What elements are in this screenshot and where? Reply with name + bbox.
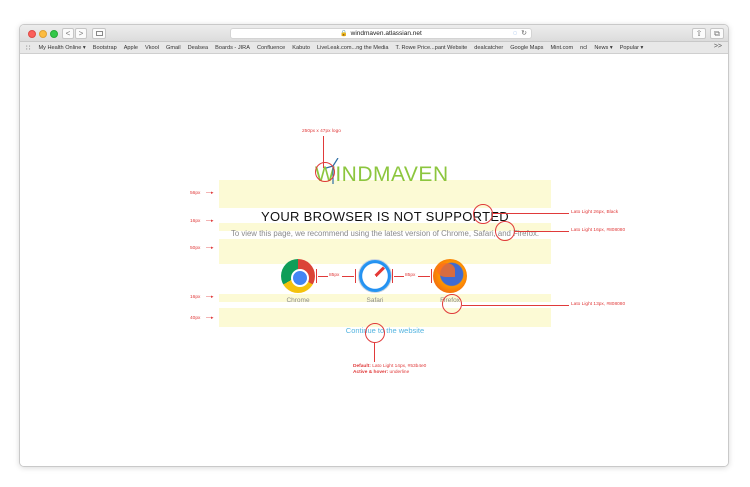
firefox-icon[interactable] (433, 259, 467, 293)
annotation-headline-style: Lato Light 26px, Black (571, 210, 619, 215)
spacing-band-16b (219, 294, 551, 302)
sidebar-icon (96, 31, 103, 36)
bookmark-item[interactable]: LiveLeak.com...ng the Media (317, 44, 389, 51)
annotation-link-default-style: Lato Light 14px, #53b4e0 (372, 364, 427, 369)
bookmark-item[interactable]: Kabuto (292, 44, 311, 51)
bookmarks-bar: ∷ My Health Online ▾ Bootstrap Apple Vko… (20, 42, 728, 54)
annotation-circle (315, 162, 335, 182)
annotation-tick (392, 269, 393, 283)
bookmarks-overflow-button[interactable]: >> (713, 43, 722, 50)
annotation-logo-size: 250px x 47px logo (302, 129, 341, 134)
reload-icon[interactable]: ↻ (521, 30, 527, 37)
annotation-spacing-40: 40px (190, 316, 201, 321)
bookmark-item[interactable]: Apple (123, 44, 138, 51)
annotation-circle (365, 323, 385, 343)
annotation-link-active-style: underline (389, 370, 410, 375)
annotation-gap-85b: 85px (405, 273, 416, 278)
bookmark-item[interactable]: My Health Online ▾ (38, 44, 86, 51)
page-title: YOUR BROWSER IS NOT SUPPORTED (260, 209, 510, 224)
bookmark-item[interactable]: Gmail (166, 44, 181, 51)
annotation-gap-85a: 85px (329, 273, 340, 278)
close-window-button[interactable] (28, 30, 36, 38)
spacing-band-50 (219, 239, 551, 264)
bookmark-item[interactable]: Boards - JIRA (215, 44, 250, 51)
bookmark-item[interactable]: Vkool (145, 44, 159, 51)
spacing-band-16a (219, 223, 551, 231)
annotation-tick (431, 269, 432, 283)
annotation-line (515, 231, 569, 232)
annotation-link-active: Active & hover: underline (353, 370, 409, 375)
bookmark-item[interactable]: Google Maps (510, 44, 544, 51)
recommendation-text: To view this page, we recommend using th… (230, 229, 540, 238)
logo-text: WINDMAVEN (315, 163, 449, 186)
annotation-spacing-56: 56px (190, 191, 201, 196)
annotation-subtext-style: Lato Light 16px, #808080 (571, 228, 626, 233)
bookmark-item[interactable]: News ▾ (594, 44, 613, 51)
annotation-spacing-50: 50px (190, 246, 201, 251)
arrow-right-icon: —▸ (206, 245, 214, 251)
spacing-band-56 (219, 180, 551, 208)
chrome-icon[interactable] (281, 259, 315, 293)
arrow-right-icon: —▸ (206, 294, 214, 300)
annotation-tick (316, 269, 317, 283)
maximize-window-button[interactable] (50, 30, 58, 38)
page-content: WINDMAVEN YOUR BROWSER IS NOT SUPPORTED … (20, 54, 728, 466)
spacing-band-40 (219, 308, 551, 327)
title-bar: < > 🔒windmaven.atlassian.net ◌ ↻ ⇧ ⧉ (20, 25, 728, 42)
annotation-line (323, 136, 324, 168)
forward-button[interactable]: > (75, 28, 87, 39)
sidebar-toggle-button[interactable] (92, 28, 106, 39)
annotation-line (493, 213, 569, 214)
audio-icon[interactable]: ◌ (512, 30, 517, 37)
arrow-right-icon: —▸ (206, 190, 214, 196)
bookmark-item[interactable]: dealcatcher (474, 44, 504, 51)
annotation-link-default: Default: Lato Light 14px, #53b4e0 (353, 364, 426, 369)
arrow-right-icon: —▸ (206, 315, 214, 321)
annotation-label-style: Lato Light 13px, #808080 (571, 302, 626, 307)
annotation-line (342, 276, 354, 277)
continue-link[interactable]: Continue to the website (345, 326, 425, 335)
share-icon: ⇧ (695, 29, 703, 38)
annotation-circle (495, 221, 515, 241)
annotation-line (394, 276, 404, 277)
annotation-line (318, 276, 328, 277)
annotation-line (418, 276, 430, 277)
tabs-icon: ⧉ (714, 29, 720, 38)
arrow-right-icon: —▸ (206, 218, 214, 224)
bookmark-item[interactable]: Dealsea (187, 44, 209, 51)
minimize-window-button[interactable] (39, 30, 47, 38)
annotation-link-active-label: Active & hover: (353, 370, 389, 375)
address-bar[interactable]: 🔒windmaven.atlassian.net ◌ ↻ (230, 28, 532, 39)
grid-icon[interactable]: ∷ (26, 44, 31, 52)
browser-window: < > 🔒windmaven.atlassian.net ◌ ↻ ⇧ ⧉ ∷ M… (19, 24, 729, 467)
chrome-label[interactable]: Chrome (286, 297, 310, 304)
lock-icon: 🔒 (340, 31, 348, 37)
bookmark-item[interactable]: Popular ▾ (619, 44, 644, 51)
safari-label[interactable]: Safari (366, 297, 384, 304)
bookmark-item[interactable]: ncl (580, 44, 588, 51)
share-button[interactable]: ⇧ (692, 28, 706, 39)
annotation-spacing-16a: 16px (190, 219, 201, 224)
annotation-circle (442, 294, 462, 314)
annotation-link-default-label: Default: (353, 364, 371, 369)
annotation-line (462, 305, 569, 306)
bookmark-item[interactable]: Bootstrap (92, 44, 117, 51)
bookmark-item[interactable]: Confluence (256, 44, 286, 51)
annotation-circle (473, 204, 493, 224)
url-text: windmaven.atlassian.net (350, 30, 422, 37)
tabs-overview-button[interactable]: ⧉ (710, 28, 724, 39)
back-button[interactable]: < (62, 28, 74, 39)
annotation-line (374, 343, 375, 362)
annotation-spacing-16b: 16px (190, 295, 201, 300)
annotation-tick (355, 269, 356, 283)
bookmark-item[interactable]: Mint.com (550, 44, 574, 51)
bookmark-item[interactable]: T. Rowe Price...pant Website (395, 44, 468, 51)
safari-icon[interactable] (358, 259, 392, 293)
